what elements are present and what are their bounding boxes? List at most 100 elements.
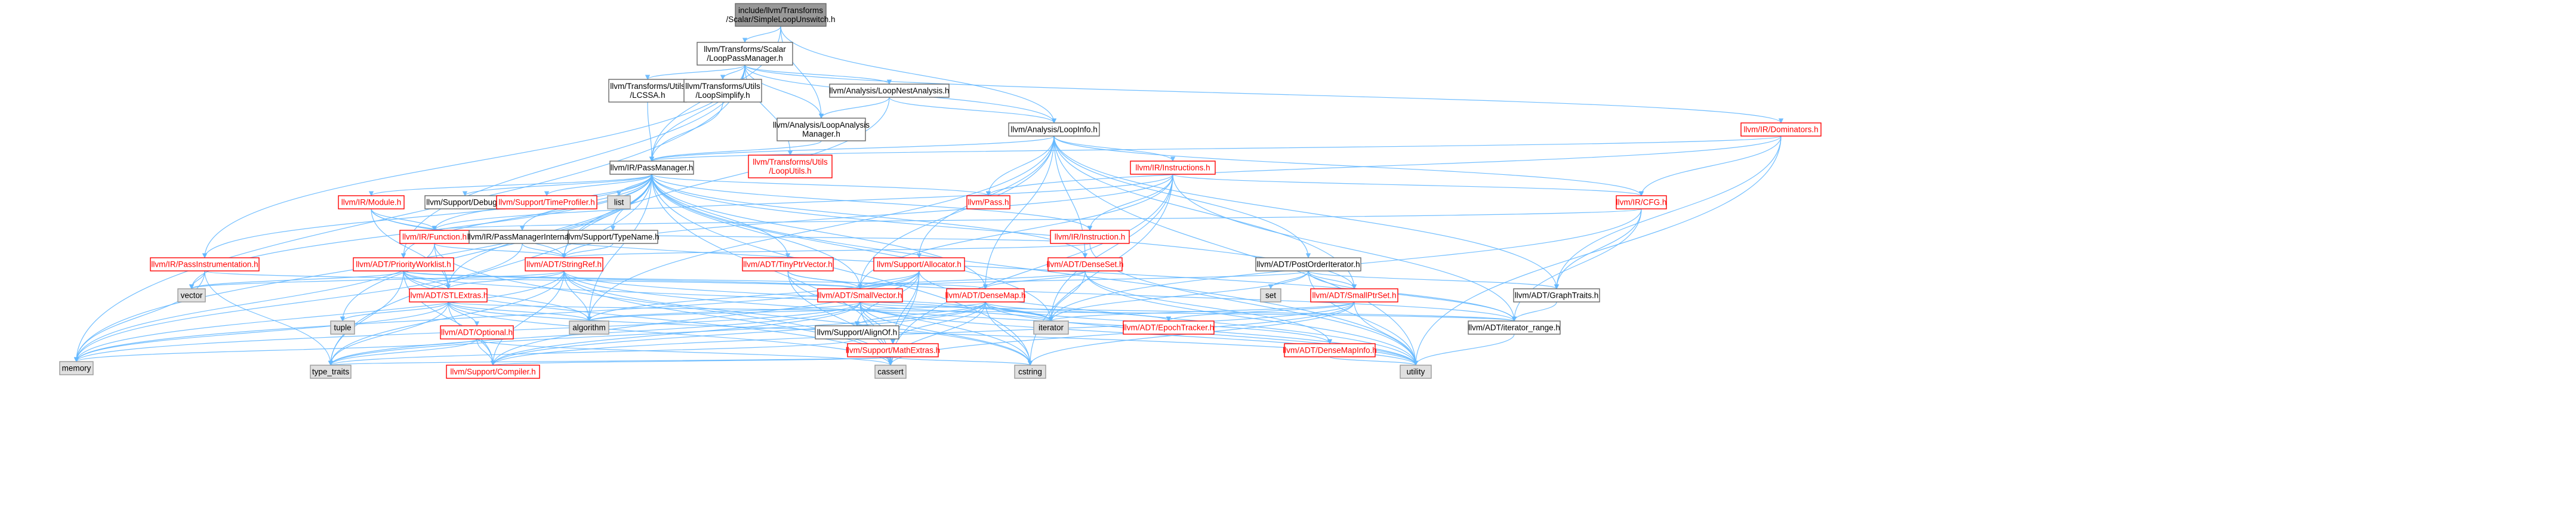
node-cfg[interactable]: llvm/IR/CFG.h	[1616, 195, 1667, 209]
edge-instructions-to-function	[432, 174, 1173, 231]
node-label: llvm/IR/CFG.h	[1616, 198, 1667, 207]
edge-denseset-to-smallvector	[857, 270, 1086, 289]
node-utility[interactable]: utility	[1400, 365, 1432, 379]
node-timeprofiler[interactable]: llvm/Support/TimeProfiler.h	[496, 195, 597, 209]
edge-loopinfo-to-smallvector	[857, 135, 1055, 289]
node-label: llvm/Support/MathExtras.h	[846, 346, 940, 355]
edge-passmanager-to-instruction	[651, 174, 1093, 231]
edge-passmanager-to-cstring	[651, 174, 1033, 366]
node-label: llvm/IR/PassManager.h	[611, 163, 694, 172]
node-box	[1123, 320, 1215, 335]
node-label: llvm/Support/Compiler.h	[450, 368, 535, 377]
node-algorithm[interactable]: algorithm	[569, 320, 609, 335]
edges-layer	[73, 26, 1783, 366]
node-loputils[interactable]: llvm/Transforms/Utils/LoopUtils.h	[748, 155, 833, 178]
node-label: vector	[181, 291, 203, 300]
node-box	[150, 257, 260, 271]
node-memory[interactable]: memory	[59, 361, 94, 375]
edge-smallvector-to-compiler	[490, 301, 861, 366]
node-label: /LoopPassManager.h	[707, 54, 783, 63]
node-passinstr[interactable]: llvm/IR/PassInstrumentation.h	[150, 257, 260, 271]
edge-passmanager-to-module	[368, 174, 652, 196]
node-box	[815, 325, 899, 340]
edge-loopinfo-to-utility	[1053, 135, 1419, 366]
node-denseset[interactable]: llvm/ADT/DenseSet.h	[1046, 257, 1124, 271]
node-label: llvm/IR/Instructions.h	[1135, 163, 1210, 172]
edge-denseset-to-densemap	[982, 270, 1086, 289]
node-cstring[interactable]: cstring	[1014, 365, 1046, 379]
edge-instructions-to-cfg	[1172, 174, 1644, 196]
node-iteratorrange[interactable]: llvm/ADT/iterator_range.h	[1468, 320, 1561, 335]
node-optional[interactable]: llvm/ADT/Optional.h	[440, 325, 514, 340]
edge-lpm-to-loopanalysismgr	[744, 64, 824, 119]
node-label: list	[614, 198, 624, 207]
node-alignof[interactable]: llvm/Support/AlignOf.h	[815, 325, 899, 340]
node-box	[1255, 257, 1361, 271]
edge-smallptrset-to-iterator	[1049, 301, 1355, 322]
node-vector[interactable]: vector	[177, 288, 206, 303]
node-debug[interactable]: llvm/Support/Debug.h	[424, 195, 506, 209]
node-box	[353, 257, 454, 271]
node-passmanager[interactable]: llvm/IR/PassManager.h	[609, 161, 694, 175]
node-smallptrset[interactable]: llvm/ADT/SmallPtrSet.h	[1310, 288, 1398, 303]
node-typetraits[interactable]: type_traits	[310, 365, 352, 379]
edge-loopinfo-to-postorder	[1053, 135, 1311, 258]
node-densemapinfo[interactable]: llvm/ADT/DenseMapInfo.h	[1283, 343, 1377, 357]
edge-stlextras-to-typetraits	[328, 301, 449, 366]
node-allocator[interactable]: llvm/Support/Allocator.h	[873, 257, 965, 271]
edge-loopinfo-to-cfg	[1053, 135, 1644, 196]
node-graphtraits[interactable]: llvm/ADT/GraphTraits.h	[1513, 288, 1600, 303]
node-label: llvm/ADT/SmallVector.h	[818, 291, 902, 300]
node-densemap[interactable]: llvm/ADT/DenseMap.h	[945, 288, 1026, 303]
node-label: cstring	[1018, 368, 1042, 377]
node-loopinfo[interactable]: llvm/Analysis/LoopInfo.h	[1008, 122, 1100, 137]
node-tuple[interactable]: tuple	[330, 320, 355, 335]
node-box	[873, 257, 965, 271]
node-box	[1008, 122, 1100, 137]
node-function[interactable]: llvm/IR/Function.h	[399, 230, 470, 244]
node-instructions[interactable]: llvm/IR/Instructions.h	[1130, 161, 1216, 175]
edge-postorder-to-smallvector	[858, 270, 1309, 289]
node-label: /LCSSA.h	[630, 91, 665, 100]
node-box	[330, 320, 355, 335]
node-stlextras[interactable]: llvm/ADT/STLExtras.h	[409, 288, 488, 303]
node-lpm[interactable]: llvm/Transforms/Scalar/LoopPassManager.h	[697, 42, 793, 66]
node-smallvector[interactable]: llvm/ADT/SmallVector.h	[817, 288, 903, 303]
edge-smallvector-to-cstring	[859, 301, 1033, 366]
node-typename[interactable]: llvm/Support/TypeName.h	[566, 230, 660, 244]
node-stringref[interactable]: llvm/ADT/StringRef.h	[525, 257, 603, 271]
node-set[interactable]: set	[1260, 288, 1281, 303]
node-label: llvm/ADT/DenseSet.h	[1046, 260, 1123, 269]
node-mathextras[interactable]: llvm/Support/MathExtras.h	[846, 343, 940, 357]
node-box	[338, 195, 405, 209]
edge-loopinfo-to-passmanager	[649, 135, 1055, 162]
node-cassert[interactable]: cassert	[874, 365, 907, 379]
node-priorityworklist[interactable]: llvm/ADT/PriorityWorklist.h	[353, 257, 454, 271]
node-module[interactable]: llvm/IR/Module.h	[338, 195, 405, 209]
node-list[interactable]: list	[607, 195, 631, 209]
node-pmi[interactable]: llvm/IR/PassManagerInternal.h	[467, 230, 578, 244]
edge-denseset-to-iterator	[1048, 270, 1086, 322]
edge-tinyptrvector-to-iteratorrange	[787, 270, 1517, 322]
edge-passmanager-to-debug	[462, 174, 652, 196]
node-epochtracker[interactable]: llvm/ADT/EpochTracker.h	[1123, 320, 1215, 335]
edge-smallptrset-to-utility	[1354, 301, 1419, 366]
node-box	[1468, 320, 1561, 335]
edge-mathextras-to-cassert	[888, 356, 893, 366]
node-compiler[interactable]: llvm/Support/Compiler.h	[446, 365, 540, 379]
node-postorder[interactable]: llvm/ADT/PostOrderIterator.h	[1255, 257, 1361, 271]
edge-cfg-to-graphtraits	[1554, 208, 1642, 289]
node-iterator[interactable]: iterator	[1033, 320, 1069, 335]
node-dominators[interactable]: llvm/IR/Dominators.h	[1740, 122, 1822, 137]
node-tinyptrvector[interactable]: llvm/ADT/TinyPtrVector.h	[742, 257, 834, 271]
node-box	[829, 84, 950, 98]
node-lcssa[interactable]: llvm/Transforms/Utils/LCSSA.h	[608, 79, 687, 103]
node-instruction[interactable]: llvm/IR/Instruction.h	[1050, 230, 1130, 244]
node-pass[interactable]: llvm/Pass.h	[966, 195, 1010, 209]
node-loopsimplify[interactable]: llvm/Transforms/Utils/LoopSimplify.h	[683, 79, 762, 103]
node-box	[735, 3, 827, 27]
node-label: llvm/Support/AlignOf.h	[817, 328, 897, 337]
node-loopnest[interactable]: llvm/Analysis/LoopNestAnalysis.h	[829, 84, 950, 98]
